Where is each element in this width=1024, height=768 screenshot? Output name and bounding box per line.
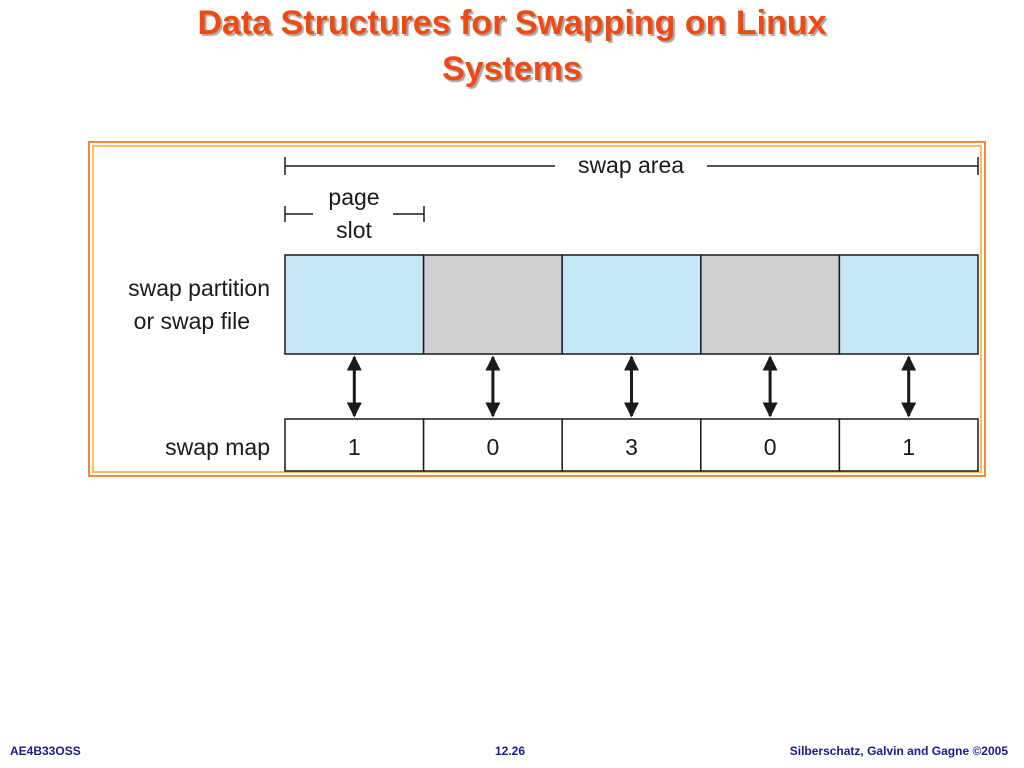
- swap-map-count-2: 0: [487, 434, 500, 460]
- swap-slot-4: [700, 254, 841, 355]
- swap-slot-3: [561, 254, 702, 355]
- slot-map-arrows: [346, 355, 917, 418]
- slide-title: Data Structures for Swapping on Linux Sy…: [0, 0, 1024, 92]
- swap-map-label: swap map: [165, 434, 270, 460]
- swap-map-cell-1: [284, 418, 425, 472]
- diagram-frame-inner: [92, 145, 982, 473]
- swap-slots: [284, 254, 979, 355]
- footer-course: AE4B33OSS: [10, 744, 81, 758]
- swap-map-cell-3: [561, 418, 702, 472]
- swap-map-count-5: 1: [902, 434, 915, 460]
- slide-title-line-2: Systems: [442, 50, 582, 88]
- swap-partition-label-line-2: or swap file: [134, 308, 250, 334]
- swap-slot-2: [422, 254, 563, 355]
- swap-map-cell-4: [700, 418, 841, 472]
- swap-map-cells: 1 0 3 0 1: [284, 418, 979, 472]
- page-slot-label-line-2: slot: [336, 217, 372, 243]
- swap-map-count-1: 1: [348, 434, 361, 460]
- swap-map-cell-5: [838, 418, 979, 472]
- swap-map-count-4: 0: [764, 434, 777, 460]
- page-slot-label-line-1: page: [328, 184, 379, 210]
- swap-slot-1: [284, 254, 425, 355]
- swap-area-label: swap area: [578, 152, 684, 178]
- swap-map-count-3: 3: [625, 434, 638, 460]
- footer-page-number: 12.26: [494, 744, 526, 758]
- swap-area-dimension: [284, 157, 979, 175]
- swap-partition-label-line-1: swap partition: [128, 275, 270, 301]
- page-slot-dimension: [284, 206, 425, 222]
- slide-title-line-1: Data Structures for Swapping on Linux: [197, 4, 827, 42]
- footer-copyright: Silberschatz, Galvin and Gagne ©2005: [789, 744, 1008, 758]
- swap-slot-5: [838, 254, 979, 355]
